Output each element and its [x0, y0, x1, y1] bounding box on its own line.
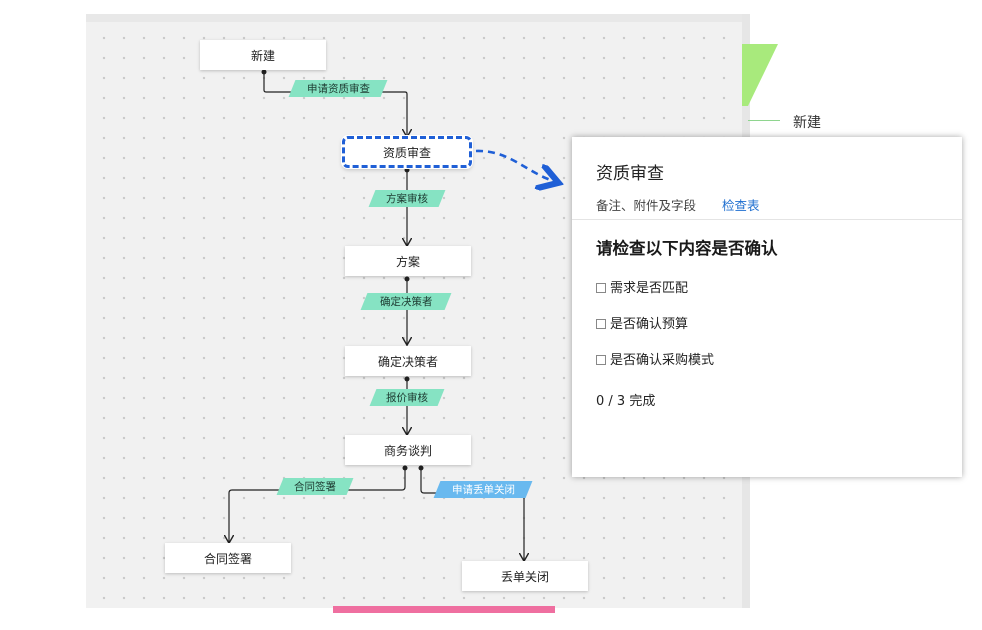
checkbox[interactable] [596, 355, 606, 365]
checkbox[interactable] [596, 283, 606, 293]
checklist-item-label: 是否确认采购模式 [610, 353, 715, 368]
tab-checklist[interactable]: 检查表 [722, 198, 760, 213]
node-new[interactable]: 新建 [200, 40, 326, 70]
checklist-heading: 请检查以下内容是否确认 [596, 239, 778, 258]
tab-divider [572, 219, 962, 220]
node-lost[interactable]: 丢单关闭 [462, 561, 588, 591]
node-qualification-selected[interactable]: 资质审查 [342, 136, 472, 168]
legend-line [748, 120, 780, 121]
accent-bar [333, 606, 555, 613]
legend-swatch [742, 44, 778, 106]
node-proposal[interactable]: 方案 [345, 246, 471, 276]
checklist-item-label: 需求是否匹配 [610, 281, 689, 296]
transition-label: 合同签署 [294, 481, 336, 493]
transition-quote-review[interactable]: 报价审核 [369, 389, 445, 406]
node-contract[interactable]: 合同签署 [165, 543, 291, 573]
transition-label: 确定决策者 [379, 296, 433, 308]
transition-proposal-review[interactable]: 方案审核 [368, 190, 446, 207]
checklist-item[interactable]: 是否确认采购模式 [596, 349, 714, 368]
transition-label: 申请丢单关闭 [451, 484, 515, 496]
legend-label: 新建 [793, 115, 821, 131]
stage-detail-panel: 资质审查 备注、附件及字段 检查表 请检查以下内容是否确认 需求是否匹配 是否确… [572, 137, 962, 477]
checkbox[interactable] [596, 319, 606, 329]
node-negotiation[interactable]: 商务谈判 [345, 435, 471, 465]
node-decision-maker[interactable]: 确定决策者 [345, 346, 471, 376]
transition-sign-contract[interactable]: 合同签署 [276, 478, 354, 495]
transition-confirm-decision-maker[interactable]: 确定决策者 [360, 293, 452, 310]
transition-label: 申请资质审查 [306, 83, 370, 95]
checklist-progress: 0 / 3 完成 [596, 394, 656, 409]
checklist-item[interactable]: 是否确认预算 [596, 313, 688, 332]
transition-label: 报价审核 [386, 392, 428, 404]
checklist-item-label: 是否确认预算 [610, 317, 689, 332]
transition-apply-lost[interactable]: 申请丢单关闭 [433, 481, 533, 498]
tab-notes-attachments-fields[interactable]: 备注、附件及字段 [596, 198, 697, 213]
transition-label: 方案审核 [386, 193, 428, 205]
panel-link-arrow [475, 149, 556, 182]
transition-apply-qualification[interactable]: 申请资质审查 [288, 80, 388, 97]
panel-title: 资质审查 [596, 164, 664, 184]
checklist-item[interactable]: 需求是否匹配 [596, 277, 688, 296]
